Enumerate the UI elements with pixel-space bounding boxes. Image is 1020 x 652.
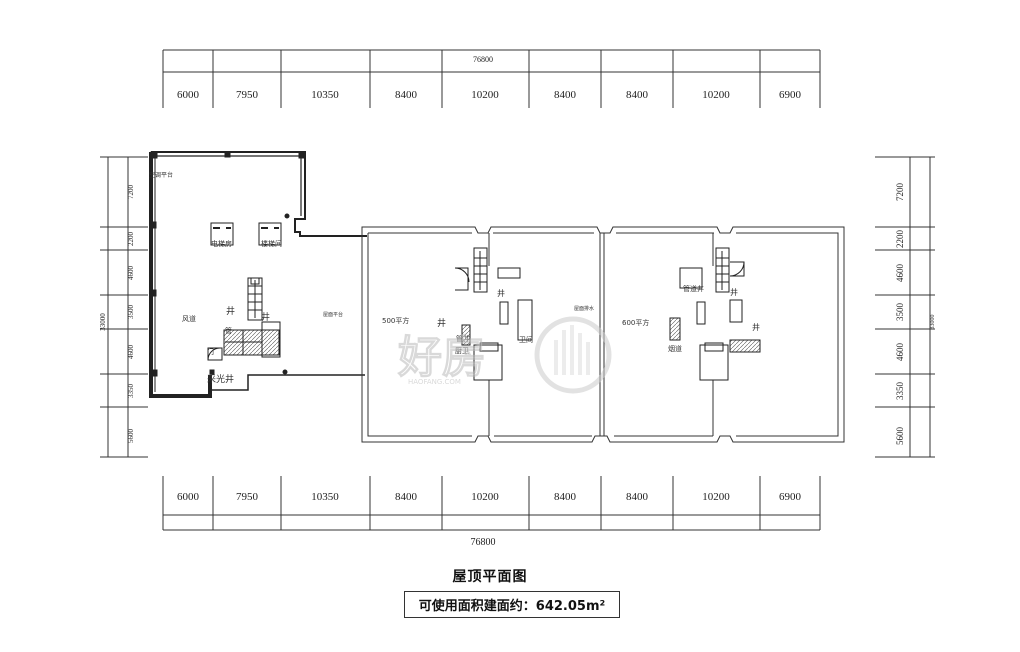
watermark: 好房 HAOFANG.COM (397, 316, 612, 394)
right-dim-7: 5600 (895, 427, 905, 446)
top-dim-9: 6900 (779, 89, 802, 101)
left-dim-2: 2200 (127, 232, 135, 247)
label-mid-well-1: 井 (497, 288, 505, 298)
bottom-dimension-labels: 6000 7950 10350 8400 10200 8400 8400 102… (177, 491, 802, 548)
left-dim-1: 7200 (127, 185, 135, 200)
label-right-well-1: 管道井 (683, 284, 704, 293)
page-title: 屋顶平面图 (0, 566, 1020, 586)
label-right-label-4: 烟道 (668, 344, 682, 353)
bottom-dim-9: 6900 (779, 491, 802, 503)
left-dim-4: 3500 (127, 305, 135, 320)
right-dim-2: 2200 (895, 230, 905, 249)
label-mid-label-4: 厨卫 (455, 347, 469, 355)
bottom-total-label: 76800 (471, 537, 496, 548)
right-dim-6: 3350 (895, 382, 905, 401)
left-dim-3: 4600 (127, 266, 135, 281)
right-total: 33000 (930, 315, 936, 330)
label-mid-label-5: 卫间 (519, 336, 533, 344)
label-left-well-2: 井 (261, 311, 270, 323)
watermark-logo-icon (534, 316, 612, 394)
label-left-corner: 空调平台 (149, 171, 173, 179)
top-total-label: 76800 (473, 55, 493, 64)
plan-labels: 空调平台 电梯房 楼梯间 井 井 风道 采光井 管 门 屋面平台 500平方 井… (149, 171, 760, 385)
bottom-dim-7: 8400 (626, 491, 649, 503)
bottom-dim-3: 10350 (311, 491, 339, 503)
watermark-text: 好房 (397, 332, 486, 383)
area-info-text: 可使用面积建面约：642.05m² (418, 599, 606, 614)
top-dim-8: 10200 (702, 89, 730, 101)
left-dim-5: 4600 (127, 345, 135, 360)
bottom-dim-1: 6000 (177, 491, 200, 503)
right-dim-4: 3500 (895, 303, 905, 322)
top-dimension-bar (162, 49, 821, 108)
label-left-shaft: 风道 (182, 314, 196, 323)
label-right-well-3: 井 (752, 322, 760, 332)
left-dim-7: 5600 (127, 429, 135, 444)
bottom-dim-6: 8400 (554, 491, 577, 503)
page-title-text: 屋顶平面图 (452, 569, 528, 585)
bottom-dimension-bar (162, 476, 821, 531)
top-dim-1: 6000 (177, 89, 200, 101)
left-dimension-bar (100, 156, 148, 458)
right-units-walls (361, 226, 845, 443)
bottom-dim-5: 10200 (471, 491, 499, 503)
top-dim-5: 10200 (471, 89, 499, 101)
label-top-mid-note: 屋面排水 (574, 305, 594, 312)
left-total: 33000 (99, 313, 107, 331)
bottom-dim-2: 7950 (236, 491, 259, 503)
label-right-well-2: 井 (730, 287, 738, 297)
left-building-block (149, 151, 367, 398)
right-dimension-labels: 7200 2200 4600 3500 4600 3350 5600 33000 (895, 183, 936, 446)
right-dim-5: 4600 (895, 343, 905, 362)
left-dim-6: 3350 (127, 384, 135, 399)
label-left-small-1: 管 (225, 326, 232, 335)
label-right-unit: 600平方 (622, 318, 649, 327)
label-left-well-1: 井 (226, 305, 235, 317)
top-dim-7: 8400 (626, 89, 649, 101)
watermark-subtext: HAOFANG.COM (408, 378, 461, 386)
label-left-bottom: 采光井 (207, 373, 234, 385)
top-dimension-labels: 76800 6000 7950 10350 8400 10200 8400 84… (177, 55, 802, 101)
label-stair-room: 楼梯间 (261, 239, 282, 248)
label-mid-well-3: 管井 (456, 334, 470, 343)
right-dim-1: 7200 (895, 183, 905, 202)
right-dim-3: 4600 (895, 264, 905, 283)
right-unit-core (669, 247, 761, 381)
label-mid-unit: 500平方 (382, 316, 409, 325)
top-dim-4: 8400 (395, 89, 418, 101)
label-mid-well-2: 井 (437, 317, 446, 329)
bottom-dim-4: 8400 (395, 491, 418, 503)
top-dim-3: 10350 (311, 89, 339, 101)
left-block-fixtures (207, 213, 290, 375)
top-dim-6: 8400 (554, 89, 577, 101)
area-info-box: 可使用面积建面约：642.05m² (404, 591, 620, 618)
right-dimension-bar (875, 156, 935, 458)
label-left-small-2: 门 (207, 347, 214, 356)
left-dimension-labels: 7200 2200 4600 3500 4600 3350 5600 33000 (99, 185, 135, 444)
bottom-dim-8: 10200 (702, 491, 730, 503)
middle-unit-core (454, 247, 533, 381)
label-middle-note: 屋面平台 (323, 311, 343, 318)
label-elevator-room: 电梯房 (211, 239, 232, 248)
top-dim-2: 7950 (236, 89, 259, 101)
